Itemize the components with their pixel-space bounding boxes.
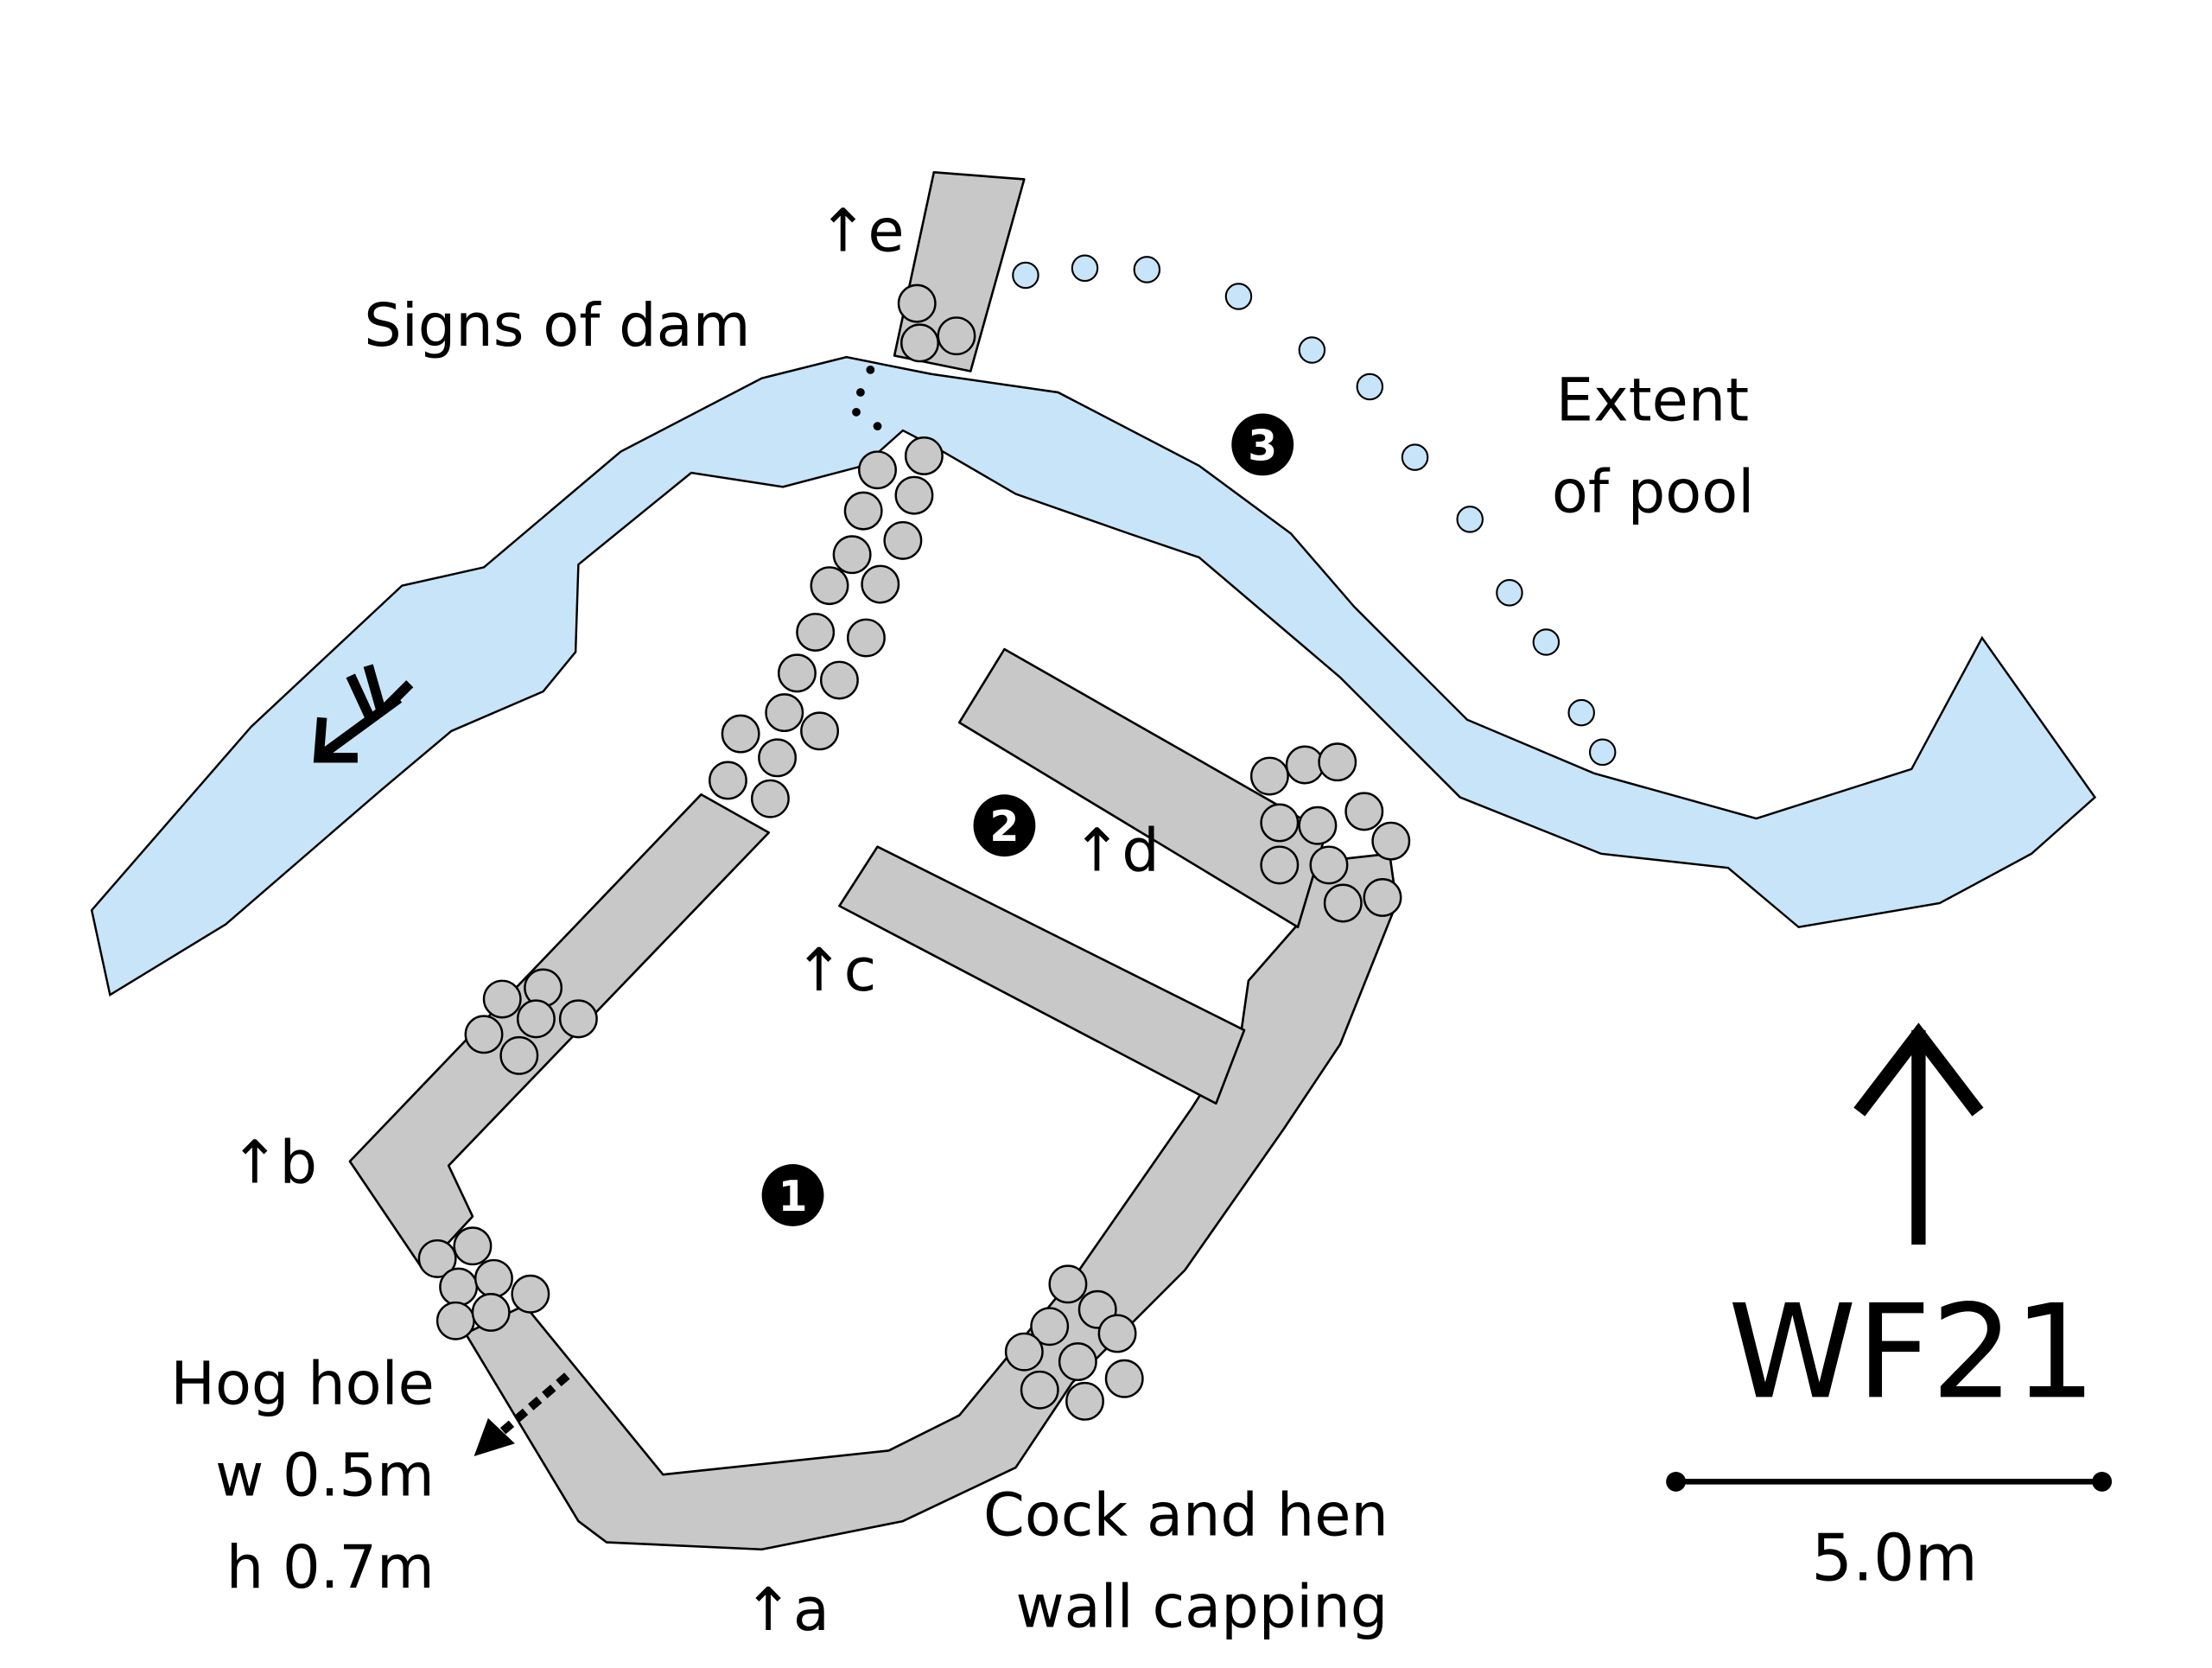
scale-label: 5.0m (1811, 1520, 1978, 1596)
stone (1285, 745, 1325, 785)
marker-1: 1 (761, 1164, 824, 1226)
stone (1260, 803, 1300, 843)
stone (511, 1274, 550, 1314)
extent-label: Extent (1556, 366, 1749, 436)
pool-extent-dot (1298, 336, 1326, 364)
stone-clusters (417, 283, 1411, 1421)
stone (800, 711, 840, 751)
north-arrow-icon (1853, 1022, 1984, 1245)
stone (474, 1258, 513, 1298)
stone (1318, 742, 1357, 782)
stone (894, 475, 934, 515)
stone (858, 450, 897, 490)
stone (1371, 821, 1411, 861)
stone (937, 316, 976, 356)
stream (90, 355, 2097, 997)
stone (721, 714, 760, 754)
pool-extent-dot (1224, 283, 1253, 310)
signs-of-dam-label: Signs of dam (364, 291, 750, 360)
marker-2: 2 (973, 794, 1036, 857)
stone (435, 1301, 475, 1340)
hog-hole-width: w 0.5m (215, 1442, 435, 1511)
pool-extent-dot (1133, 256, 1161, 283)
of-pool-label: of pool (1552, 458, 1754, 527)
walls (348, 170, 1398, 1551)
capping-label-1: Cock and hen (983, 1480, 1389, 1550)
stone (471, 1293, 511, 1332)
wall-d (957, 647, 1327, 929)
stone (810, 566, 849, 606)
stone (883, 520, 923, 560)
stone (1020, 1370, 1059, 1410)
pool-extent-dot (1456, 506, 1484, 533)
stone (778, 653, 817, 693)
dam-dots (852, 365, 882, 431)
stone (1249, 756, 1289, 796)
wall-c (838, 845, 1246, 1105)
stone (1065, 1381, 1104, 1421)
pool-extent-dot (1588, 738, 1617, 767)
stone (843, 491, 883, 531)
marker-3: 3 (1231, 413, 1294, 476)
pool-extent-dots (1012, 254, 1617, 767)
scale-bar (1666, 1471, 2113, 1492)
wall-left (348, 793, 771, 1271)
viewpoint-c: ↑c (794, 936, 876, 1005)
stone (904, 436, 944, 475)
stone (1030, 1307, 1070, 1346)
site-title: WF21 (1728, 1277, 2096, 1428)
svg-text:3: 3 (1248, 421, 1277, 470)
stone (709, 761, 747, 800)
stone (1058, 1342, 1097, 1382)
stone (1298, 805, 1338, 845)
pool-extent-dot (1496, 579, 1523, 607)
stone (1363, 878, 1402, 917)
stone (897, 283, 937, 323)
stone (482, 979, 522, 1019)
stone (499, 1035, 539, 1075)
stone (1104, 1359, 1144, 1398)
stone (1097, 1314, 1137, 1353)
stone (758, 738, 798, 778)
stone (1309, 845, 1349, 885)
pool-extent-dot (1532, 628, 1560, 656)
viewpoint-a: ↑a (743, 1576, 829, 1645)
stone (765, 693, 804, 733)
stone (1323, 883, 1363, 923)
stone (417, 1238, 457, 1278)
flow-direction-arrow-icon (313, 664, 414, 763)
hog-hole-height: h 0.7m (226, 1533, 435, 1602)
stone (832, 535, 872, 575)
stone (796, 613, 836, 652)
stone (847, 618, 886, 658)
svg-text:2: 2 (989, 802, 1019, 851)
stone (464, 1015, 504, 1054)
stone (1048, 1264, 1088, 1304)
stone (516, 999, 556, 1039)
svg-text:1: 1 (779, 1172, 808, 1221)
pool-extent-dot (1071, 254, 1099, 283)
viewpoint-b: ↑b (230, 1128, 317, 1197)
stone (1344, 792, 1384, 831)
stone (439, 1267, 479, 1307)
viewpoint-e: ↑e (818, 197, 905, 266)
stone (453, 1226, 493, 1266)
hog-hole-label: Hog hole (170, 1350, 434, 1419)
stone (1260, 845, 1300, 885)
stone (900, 323, 939, 363)
capping-label-2: wall capping (1016, 1573, 1389, 1642)
pool-extent-dot (1401, 443, 1429, 471)
viewpoint-d: ↑d (1072, 816, 1160, 885)
pool-extent-dot (1567, 698, 1595, 727)
pool-extent-dot (1012, 261, 1039, 290)
stone (1004, 1332, 1044, 1372)
pool-extent-dot (1356, 372, 1384, 401)
stone (861, 564, 900, 604)
stone (558, 999, 598, 1039)
stone (819, 660, 859, 700)
stone (750, 779, 790, 818)
